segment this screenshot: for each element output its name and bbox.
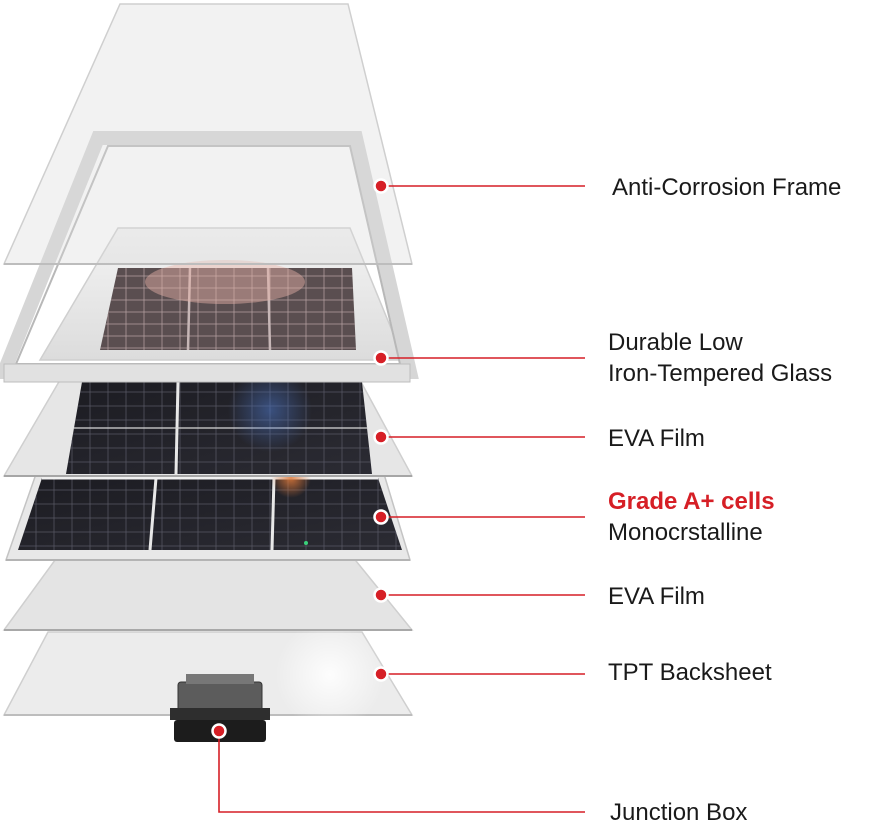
label-eva-film-top: EVA Film [608,423,705,454]
label-line: EVA Film [608,583,705,610]
backsheet-layer [2,620,414,730]
eva-film-bottom-layer [2,555,414,631]
leader-line-junction-box [218,731,585,813]
callout-dot-backsheet [373,666,389,682]
label-cells: Grade A+ cells Monocrstalline [608,486,775,548]
label-highlight: Grade A+ cells [608,488,775,515]
label-line: EVA Film [608,425,705,452]
leader-lines [218,185,585,813]
label-junction-box: Junction Box [610,797,747,826]
callout-dot-eva-top [373,429,389,445]
callout-dot-glass [373,350,389,366]
label-tempered-glass: Durable Low Iron-Tempered Glass [608,327,832,389]
top-glass-sheet [2,3,413,265]
label-anti-corrosion-frame: Anti-Corrosion Frame [612,172,841,203]
solar-cells-layer [4,458,412,561]
label-line: Junction Box [610,799,748,826]
callout-dot-junction-box [211,723,227,739]
anti-corrosion-frame-part [0,131,419,383]
callout-dots [211,178,389,739]
label-line: Iron-Tempered Glass [608,360,833,387]
label-line: TPT Backsheet [608,659,772,686]
callout-dot-frame [373,178,389,194]
label-line: Anti-Corrosion Frame [612,174,842,201]
label-tpt-backsheet: TPT Backsheet [608,657,772,688]
label-line: Monocrstalline [608,519,763,546]
label-line: Durable Low [608,329,743,356]
label-eva-film-bottom: EVA Film [608,581,705,612]
eva-film-top-layer [2,368,414,477]
callout-dot-eva-bottom [373,587,389,603]
tempered-glass-layer [38,227,406,361]
callout-dot-cells [373,509,389,525]
